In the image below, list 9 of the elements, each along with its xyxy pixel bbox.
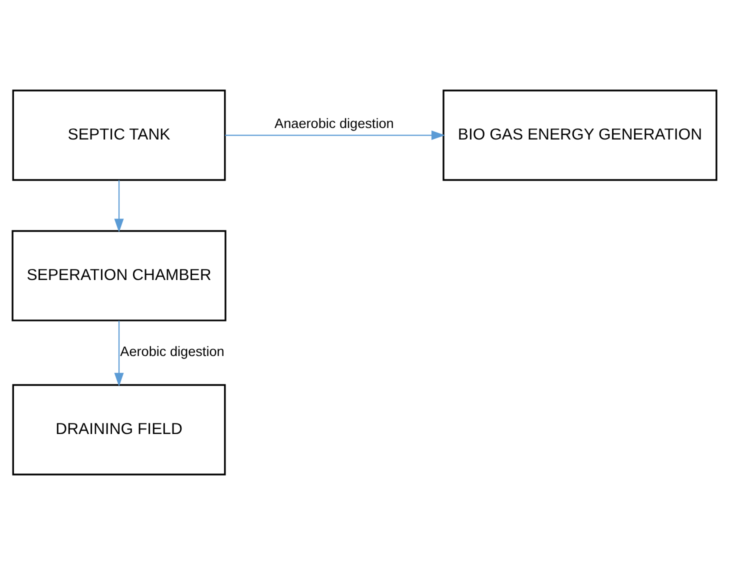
- edge-label: Anaerobic digestion: [274, 116, 394, 132]
- node-box: SEPERATION CHAMBER: [12, 230, 226, 322]
- edge-label: Aerobic digestion: [120, 344, 224, 360]
- arrow: [114, 320, 124, 387]
- node-box: DRAINING FIELD: [12, 384, 226, 476]
- node-box: BIO GAS ENERGY GENERATION: [442, 90, 718, 181]
- node-box: SEPTIC TANK: [12, 90, 226, 181]
- arrow: [114, 180, 124, 232]
- arrow: [225, 130, 446, 140]
